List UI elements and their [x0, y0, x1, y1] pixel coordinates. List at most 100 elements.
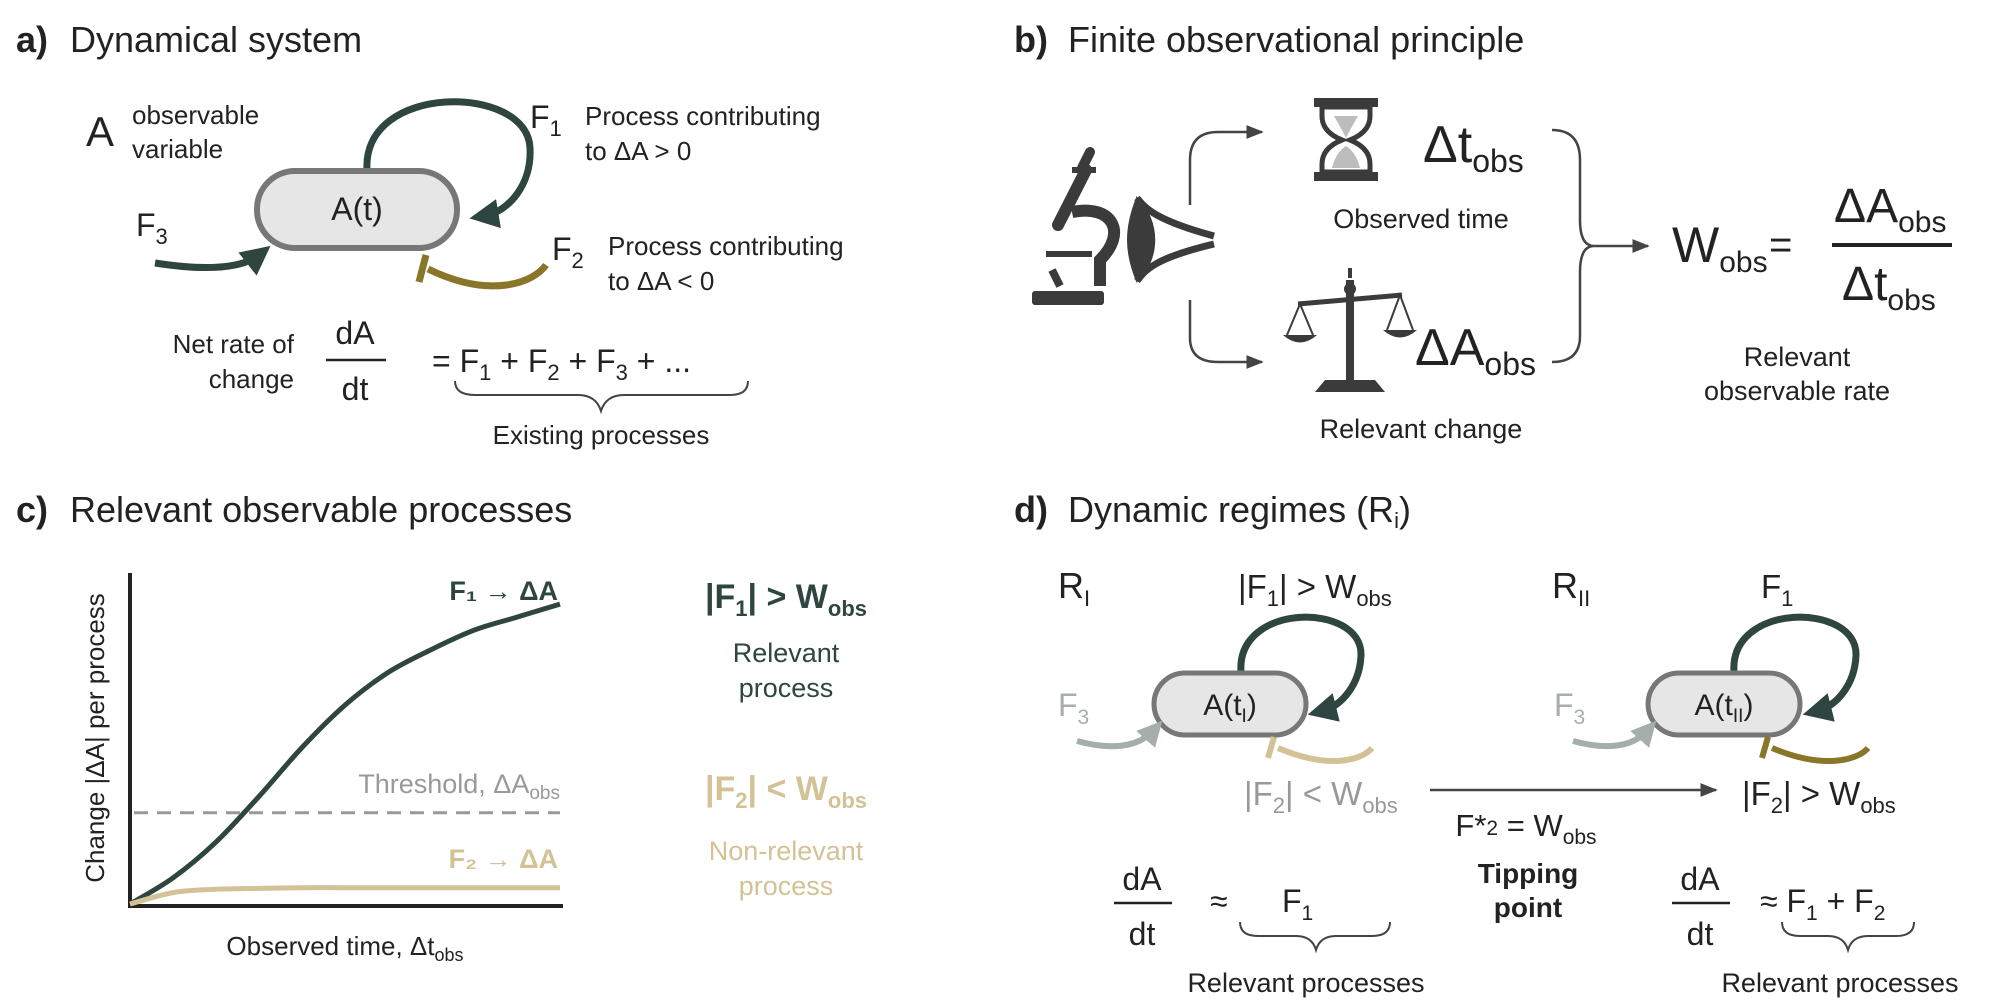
series-F2-label: F₂ → ΔA: [449, 844, 558, 874]
eq1-relevant-processes: Relevant processes: [1187, 968, 1424, 998]
F3-label: F3: [136, 207, 168, 249]
delta-A-obs-symbol: ΔAobs: [1415, 319, 1536, 382]
non-relevant-condition: |F2| < Wobs: [705, 770, 867, 813]
regime-I-node: [1151, 670, 1309, 738]
eq1-approx: ≈: [1210, 883, 1228, 919]
regime-II-node: [1645, 670, 1803, 738]
existing-processes-brace: [454, 380, 749, 415]
regime-II-F2-inhibition-arc: [1770, 745, 1871, 764]
regime-II-F1-loop: [1730, 613, 1860, 722]
non-relevant-process-line1: Non-relevant: [709, 836, 864, 866]
observable-desc-line1: observable: [132, 100, 259, 130]
dA-numerator: dA: [335, 315, 375, 351]
F2-desc-line2: to ΔA < 0: [608, 266, 714, 296]
non-relevant-process-line2: process: [739, 871, 834, 901]
panel-c-title: Relevant observable processes: [70, 489, 572, 530]
F3-arrow: [154, 245, 271, 276]
panel-d-title: Dynamic regimes (Ri): [1068, 489, 1411, 533]
regime-II-F1-label: F1: [1761, 568, 1793, 611]
equals-sign: =: [1769, 223, 1792, 267]
relevant-rate-line2: observable rate: [1704, 376, 1890, 406]
delta-t-obs-symbol: Δtobs: [1423, 116, 1524, 179]
regime-II-F3-arrow: [1572, 720, 1657, 750]
regime-I-F3-label: F3: [1058, 687, 1089, 729]
y-axis-label: Change |ΔA| per process: [80, 593, 110, 883]
merge-brace: [1551, 128, 1595, 364]
panel-b: b) Finite observational principle Δ: [1014, 19, 1952, 444]
threshold-label: Threshold, ΔAobs: [358, 769, 560, 804]
regime-II-node-label: A(tII): [1695, 689, 1754, 727]
regime-II-F3-label: F3: [1554, 687, 1585, 729]
eq2-dt: dt: [1687, 916, 1714, 952]
panel-c: c) Relevant observable processes Change …: [16, 489, 867, 965]
F1-label: F1: [530, 99, 562, 141]
x-axis-label: Observed time, Δtobs: [226, 931, 463, 965]
F2-inhibition-bar: [415, 254, 430, 283]
node-A-t-label: A(t): [331, 191, 383, 227]
regime-I-F1-condition: |F1| > Wobs: [1238, 568, 1392, 611]
eq1-dA: dA: [1122, 861, 1162, 897]
panel-c-letter: c): [16, 489, 48, 530]
F2-desc-line1: Process contributing: [608, 231, 844, 261]
microscope-icon: [1032, 147, 1121, 305]
rate-numerator: ΔAobs: [1834, 180, 1946, 239]
tipping-point-line2: point: [1494, 892, 1562, 923]
F1-desc-line2: to ΔA > 0: [585, 136, 691, 166]
regime-I-F1-loop: [1237, 613, 1365, 722]
eye-icon: [1127, 195, 1215, 284]
F1-desc-line1: Process contributing: [585, 101, 821, 131]
balance-scale-icon: [1283, 268, 1417, 392]
series-F1-label: F₁ → ΔA: [449, 576, 558, 606]
F1-loop-arrow: [363, 98, 534, 229]
eq2-brace: [1781, 921, 1915, 954]
regime-I-F2-inhibition-arc: [1276, 745, 1375, 764]
regime-I-F2-condition: |F2| < Wobs: [1244, 775, 1398, 818]
panel-d: d) Dynamic regimes (Ri) RI |F1| > Wobs A…: [1014, 489, 1959, 998]
observable-desc-line2: variable: [132, 134, 223, 164]
eq2-rhs: ≈ F1 + F2: [1760, 883, 1885, 925]
eq1-brace: [1239, 921, 1391, 954]
observable-A-symbol: A: [86, 108, 114, 155]
rate-denominator: Δtobs: [1842, 258, 1936, 317]
net-rate-line1: Net rate of: [173, 329, 295, 359]
relevant-condition: |F1| > Wobs: [705, 578, 867, 621]
F2-label: F2: [552, 231, 584, 273]
branch-arrow-to-change: [1188, 300, 1264, 369]
series-F2-line: [129, 885, 560, 907]
rate-equation: = F1 + F2 + F3 + ...: [432, 343, 691, 385]
panel-a: a) Dynamical system A observable variabl…: [16, 19, 844, 450]
node-A-t: [254, 168, 460, 251]
regime-I-F3-arrow: [1076, 720, 1163, 750]
regime-II-F2-condition: |F2| > Wobs: [1742, 775, 1896, 818]
net-rate-line2: change: [209, 364, 294, 394]
existing-processes-label: Existing processes: [493, 420, 710, 450]
eq1-rhs: F1: [1282, 883, 1313, 925]
dt-denominator: dt: [342, 371, 369, 407]
series-F1-line: [128, 601, 561, 907]
panel-d-letter: d): [1014, 489, 1048, 530]
regime-I-F2-inhibition-bar: [1265, 736, 1277, 759]
observed-time-label: Observed time: [1333, 204, 1509, 234]
regime-I-node-label: A(tI): [1203, 689, 1257, 727]
relevant-rate-line1: Relevant: [1744, 342, 1851, 372]
eq1-dt: dt: [1129, 916, 1156, 952]
panel-a-letter: a): [16, 19, 48, 60]
relevant-change-label: Relevant change: [1320, 414, 1523, 444]
regime-I-label: RI: [1058, 565, 1090, 611]
W-obs-symbol: Wobs: [1672, 217, 1768, 279]
relevant-process-line2: process: [739, 673, 834, 703]
regime-II-F2-inhibition-bar: [1759, 736, 1771, 759]
eq2-relevant-processes: Relevant processes: [1721, 968, 1958, 998]
tipping-point-line1: Tipping: [1478, 858, 1579, 889]
relevant-process-line1: Relevant: [733, 638, 840, 668]
branch-arrow-to-time: [1188, 125, 1264, 205]
hourglass-icon: [1314, 98, 1378, 181]
panel-a-title: Dynamical system: [70, 19, 362, 60]
panel-b-letter: b): [1014, 19, 1048, 60]
eq2-dA: dA: [1680, 861, 1720, 897]
tipping-equation: F*2 = Wobs: [1455, 808, 1596, 849]
panel-b-title: Finite observational principle: [1068, 19, 1524, 60]
F2-inhibition-arc: [426, 262, 549, 290]
regime-II-label: RII: [1552, 565, 1590, 611]
